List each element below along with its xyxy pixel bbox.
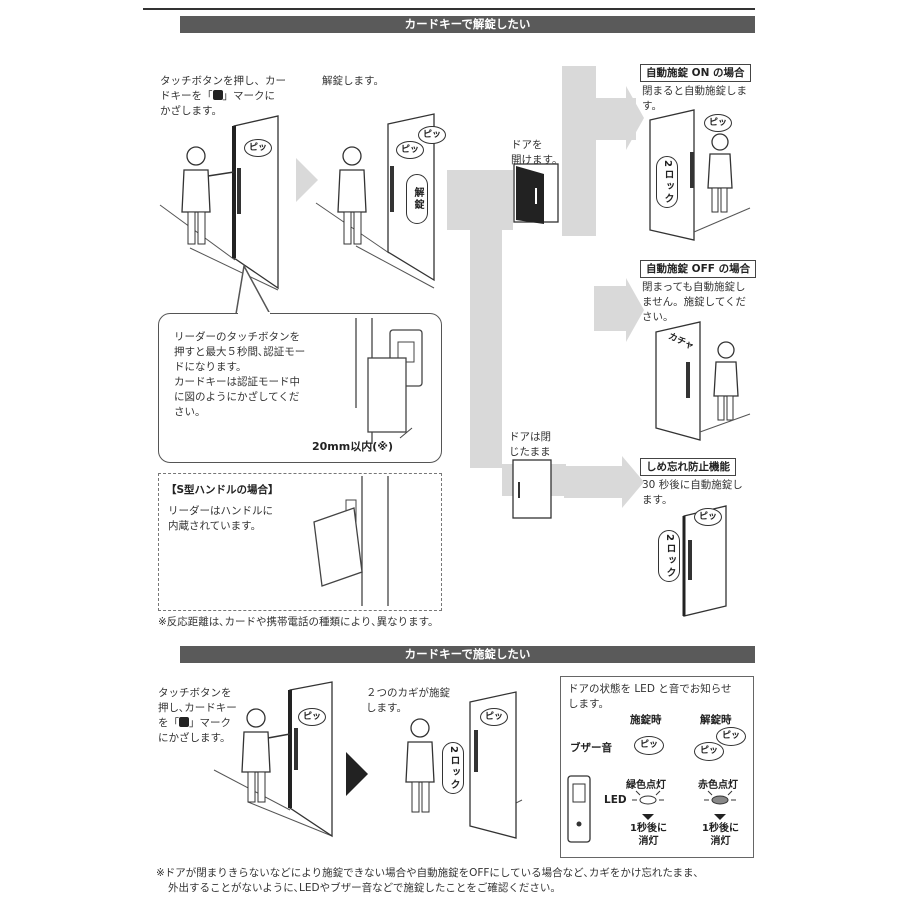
unlock-step2-text: 解錠します。 (322, 75, 384, 87)
unlock-step1-text: タッチボタンを押し、カー ドキーを「」マークに かざします。 (160, 75, 286, 117)
beep-bubble: ピッ (298, 708, 326, 726)
auto-lock-off-label: 自動施錠 OFF の場合 (640, 260, 757, 278)
reader-card-illustration (355, 318, 423, 444)
lock-step1-illustration (213, 681, 333, 838)
forget-lock-text: 30 秒後に自動施錠し ます。 (642, 479, 743, 506)
beep-bubble: ピッ (480, 708, 508, 726)
lock-section-header: カードキーで施錠したい (180, 646, 755, 663)
beep-bubble: ピッ (418, 126, 446, 144)
beep-bubble: ピッ (244, 139, 272, 157)
status-box (560, 676, 754, 858)
red-led-icon (704, 790, 736, 820)
callout-cover (238, 312, 270, 316)
auto-lock-on-text: 閉まると自動施錠しま す。 (642, 85, 747, 112)
auto-lock-off-illustration (655, 321, 751, 441)
lock2-bubble: 2ロック (656, 156, 678, 208)
red-off-note: 1秒後に 消灯 (702, 823, 739, 847)
buzzer-label: ブザー音 (570, 742, 612, 754)
footnote: ※反応距離は､カードや携帯電話の種類により､異なります。 (158, 616, 439, 628)
col-lock-header: 施錠時 (630, 714, 662, 726)
door-open-text: ドアを 開けます。 (511, 139, 563, 166)
col-unlock-header: 解錠時 (700, 714, 732, 726)
beep-bubble: ピッ (716, 727, 746, 746)
open-door-icon (513, 163, 559, 224)
s-handle-box (158, 473, 442, 611)
green-led-label: 緑色点灯 (626, 780, 666, 791)
led-label: LED (604, 794, 627, 806)
beep-bubble: ピッ (694, 742, 724, 761)
beep-bubble: ピッ (694, 508, 722, 526)
beep-bubble: ピッ (704, 114, 732, 132)
lock-step2-illustration (405, 691, 523, 839)
lock2-bubble: 2ロック (442, 742, 464, 794)
s-handle-text: リーダーはハンドルに 内蔵されています。 (168, 505, 273, 532)
unlock-section-header: カードキーで解錠したい (180, 16, 755, 33)
lock-step2-text: ２つのカギが施錠 します。 (366, 687, 450, 714)
lock2-bubble: 2ロック (658, 530, 680, 582)
s-handle-illustration (313, 476, 389, 606)
distance-label: 20mm以内(※) (312, 440, 393, 453)
card-mark-icon (212, 90, 223, 100)
beep-bubble: ピッ (396, 141, 424, 159)
unlock-step1-illustration (159, 115, 279, 291)
auto-lock-on-label: 自動施錠 ON の場合 (640, 64, 751, 82)
reader-info-text: リーダーのタッチボタンを 押すと最大５秒間､認証モー ドになります。 カードキー… (174, 331, 306, 418)
forget-lock-label: しめ忘れ防止機能 (640, 458, 736, 476)
reader-device-icon (567, 775, 591, 843)
closed-door-icon (512, 459, 552, 519)
status-intro: ドアの状態を LED と音でお知らせ します。 (568, 683, 732, 710)
card-mark-icon (179, 717, 189, 727)
lock-step1-text: タッチボタンを 押し､カードキー を「」マーク にかざします。 (158, 687, 237, 744)
beep-bubble: ピッ (634, 736, 664, 755)
unlock-label-bubble: 解錠 (406, 174, 428, 224)
green-led-icon (632, 790, 664, 820)
green-off-note: 1秒後に 消灯 (630, 823, 667, 847)
bottom-note: ※ドアが閉まりきらないなどにより施錠できない場合や自動施錠をOFFにしている場合… (156, 867, 699, 894)
red-led-label: 赤色点灯 (698, 780, 738, 791)
door-closed-text: ドアは閉 じたまま (509, 431, 551, 458)
top-rule (143, 8, 755, 10)
s-handle-title: 【S型ハンドルの場合】 (166, 484, 279, 496)
auto-lock-off-text: 閉まっても自動施錠し ません。施錠してくだ さい。 (642, 281, 747, 323)
